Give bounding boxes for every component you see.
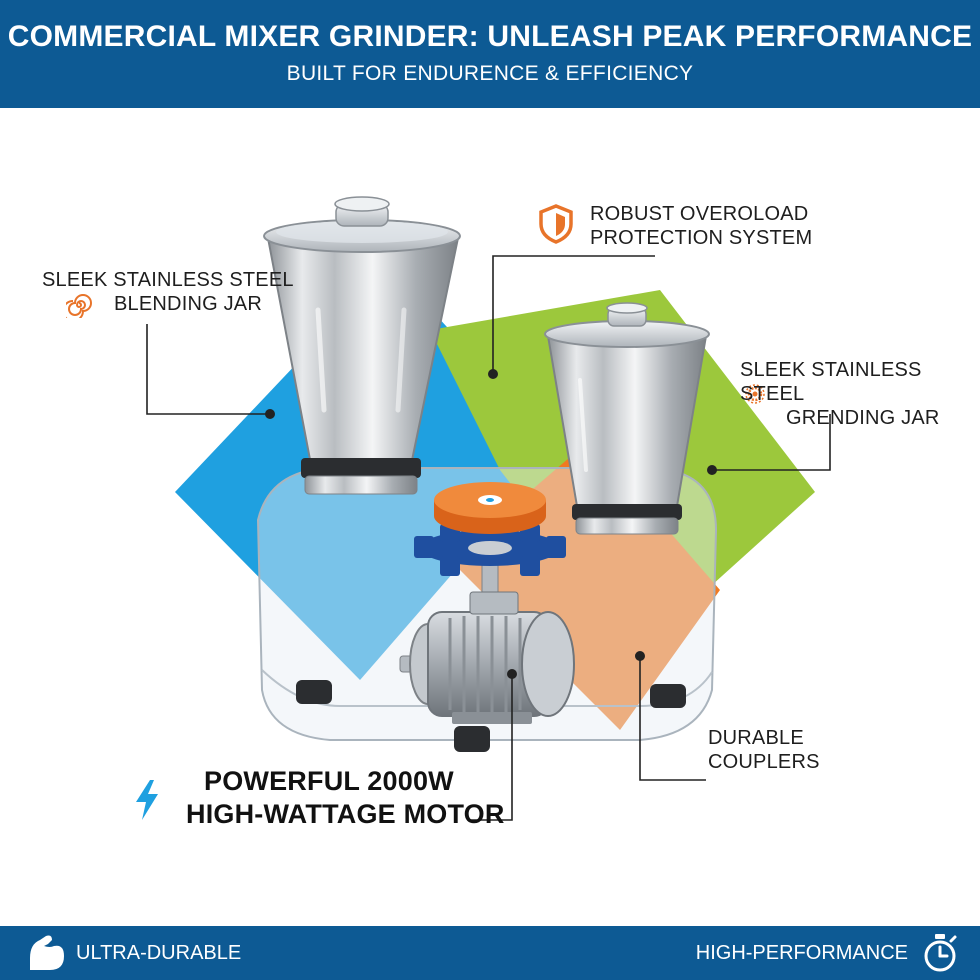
footer-banner: ULTRA-DURABLE HIGH-PERFORMANCE	[0, 926, 980, 980]
coupler-assembly	[414, 482, 566, 607]
callout-line: SLEEK STAINLESS STEEL	[740, 359, 922, 405]
grinding-jar-illustration	[544, 302, 710, 535]
overload-protection-callout: ROBUST OVEROLOAD PROTECTION SYSTEM	[590, 202, 812, 250]
callout-line: ROBUST OVEROLOAD	[590, 203, 809, 225]
blending-jar-callout: SLEEK STAINLESS STEEL BLENDING JAR	[42, 268, 294, 316]
gear-icon	[745, 384, 765, 404]
callout-anchor-dots	[265, 369, 717, 679]
callout-leader-lines	[146, 255, 831, 821]
spiral-icon	[66, 294, 92, 318]
base-foot	[454, 726, 490, 752]
product-illustration	[146, 196, 831, 821]
footer-right-label: HIGH-PERFORMANCE	[695, 942, 908, 964]
page-title: COMMERCIAL MIXER GRINDER: UNLEASH PEAK P…	[7, 20, 973, 53]
lightning-icon	[136, 780, 158, 820]
grinding-jar-callout: SLEEK STAINLESS STEEL GRENDING JAR	[740, 358, 980, 430]
callout-line: SLEEK STAINLESS STEEL	[42, 269, 294, 291]
callout-line: POWERFUL 2000W	[204, 766, 454, 796]
callout-line: COUPLERS	[708, 751, 820, 773]
callout-line: DURABLE	[708, 727, 804, 749]
flexed-arm-icon	[30, 935, 64, 970]
header-banner: COMMERCIAL MIXER GRINDER: UNLEASH PEAK P…	[0, 0, 980, 108]
footer-left-label: ULTRA-DURABLE	[76, 942, 242, 964]
blending-jar-illustration	[263, 196, 461, 495]
shield-icon	[539, 204, 573, 244]
callout-line: HIGH-WATTAGE MOTOR	[186, 799, 505, 829]
motor-callout: POWERFUL 2000W HIGH-WATTAGE MOTOR	[186, 765, 505, 831]
base-foot	[650, 684, 686, 708]
stopwatch-icon	[924, 934, 957, 972]
callout-line: GRENDING JAR	[786, 407, 940, 429]
couplers-callout: DURABLE COUPLERS	[708, 726, 820, 774]
page-subtitle: BUILT FOR ENDURENCE & EFFICIENCY	[286, 62, 694, 85]
callout-line: BLENDING JAR	[114, 293, 262, 315]
electric-motor-illustration	[399, 591, 575, 724]
base-foot	[296, 680, 332, 704]
callout-line: PROTECTION SYSTEM	[590, 227, 813, 249]
